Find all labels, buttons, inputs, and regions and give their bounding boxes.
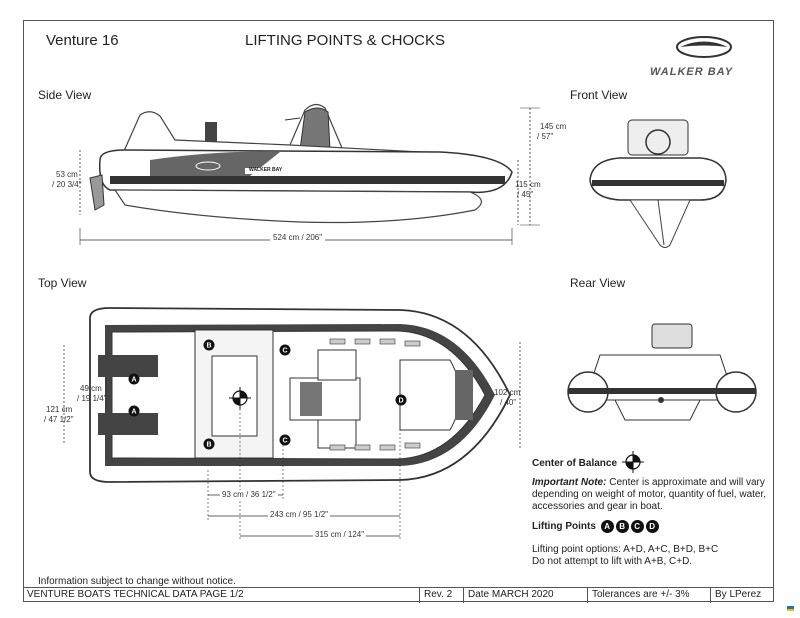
svg-text:A: A bbox=[131, 409, 136, 416]
side-view-label: Side View bbox=[38, 88, 92, 102]
hull-graphic-text: WALKER BAY bbox=[249, 167, 283, 173]
important-note: Important Note: Center is approximate an… bbox=[532, 477, 767, 513]
important-note-text: Center is approximate and will vary depe… bbox=[532, 477, 767, 512]
dim-side-length: 524 cm / 206" bbox=[270, 233, 326, 242]
dim-top-d2: 243 cm / 95 1/2" bbox=[268, 510, 330, 519]
corner-tag bbox=[787, 606, 794, 609]
footer-date: Date MARCH 2020 bbox=[464, 588, 588, 603]
dim-top-inner-a: 49 cm bbox=[80, 384, 102, 393]
front-view-drawing bbox=[589, 119, 727, 248]
svg-text:C: C bbox=[282, 348, 287, 355]
footer-author: By LPerez bbox=[715, 589, 762, 600]
footer-doc: VENTURE BOATS TECHNICAL DATA PAGE 1/2 bbox=[23, 588, 420, 603]
front-view-label: Front View bbox=[570, 88, 628, 102]
dim-top-d1: 93 cm / 36 1/2" bbox=[220, 490, 278, 499]
dim-top-beam-b: / 40" bbox=[500, 398, 517, 407]
lifting-warning: Do not attempt to lift with A+B, C+D. bbox=[532, 556, 693, 567]
walker-bay-logo bbox=[676, 36, 732, 58]
model-name: Venture 16 bbox=[46, 32, 119, 49]
svg-text:A: A bbox=[131, 377, 136, 384]
rear-view-drawing bbox=[567, 323, 757, 421]
top-view-label: Top View bbox=[38, 276, 87, 290]
lifting-options: Lifting point options: A+D, A+C, B+D, B+… bbox=[532, 544, 719, 555]
dim-top-outer-b: / 47 1/2" bbox=[44, 415, 74, 424]
dim-side-mid-b: / 45" bbox=[517, 190, 534, 199]
rear-view-label: Rear View bbox=[570, 276, 626, 290]
svg-text:D: D bbox=[398, 398, 403, 405]
brand-name: WALKER BAY bbox=[650, 66, 734, 78]
lifting-points-label: Lifting Points bbox=[532, 521, 596, 532]
lifting-point-a: A bbox=[600, 520, 614, 533]
dim-top-inner-b: / 19 1/4" bbox=[77, 394, 107, 403]
page-title: LIFTING POINTS & CHOCKS bbox=[245, 32, 446, 49]
lifting-point-b: B bbox=[615, 520, 629, 533]
side-view-drawing bbox=[79, 103, 540, 245]
lifting-point-markers: A A B B C C D bbox=[128, 339, 407, 450]
lifting-point-d: D bbox=[645, 520, 659, 533]
center-of-balance-label: Center of Balance bbox=[532, 458, 618, 469]
top-view-drawing bbox=[63, 307, 521, 540]
svg-text:C: C bbox=[282, 438, 287, 445]
dim-side-mid-a: 115 cm bbox=[515, 180, 541, 189]
svg-text:B: B bbox=[206, 343, 211, 350]
lifting-point-c: C bbox=[630, 520, 644, 533]
dim-side-top-b: / 57" bbox=[537, 132, 554, 141]
dim-side-height-b: / 20 3/4" bbox=[52, 180, 82, 189]
footer-rev: Rev. 2 bbox=[420, 588, 464, 603]
dim-side-top-a: 145 cm bbox=[540, 122, 567, 131]
svg-text:B: B bbox=[206, 442, 211, 449]
dim-top-outer-a: 121 cm bbox=[46, 405, 73, 414]
drawing-sheet bbox=[23, 20, 774, 602]
dim-side-height-a: 53 cm bbox=[56, 170, 78, 179]
disclaimer: Information subject to change without no… bbox=[38, 576, 236, 587]
important-note-label: Important Note: bbox=[532, 477, 607, 488]
dim-top-beam-a: 102 cm bbox=[494, 388, 521, 397]
footer-tolerance: Tolerances are +/- 3% bbox=[588, 588, 711, 603]
title-block: VENTURE BOATS TECHNICAL DATA PAGE 1/2 Re… bbox=[23, 587, 774, 603]
dim-top-d3: 315 cm / 124" bbox=[313, 530, 367, 539]
center-of-balance-icon bbox=[229, 387, 251, 409]
